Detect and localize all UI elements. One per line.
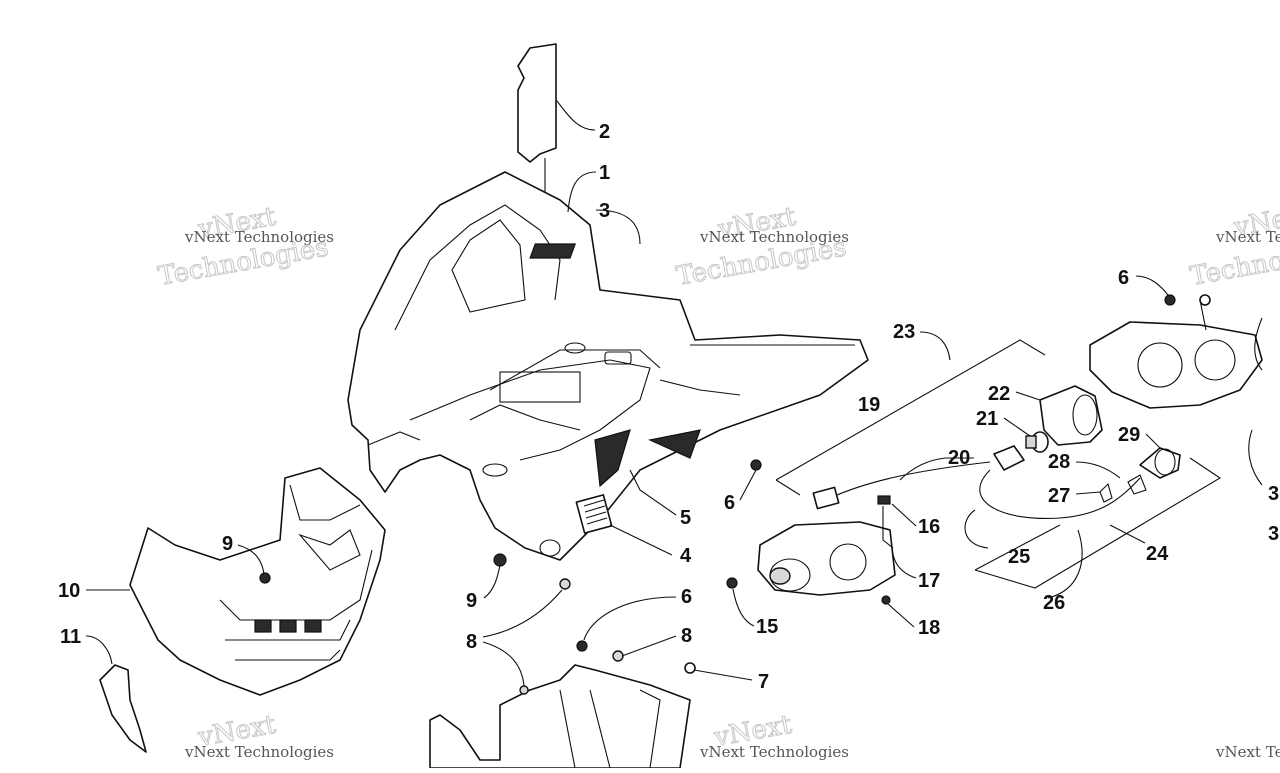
headlight-housing-upper bbox=[1089, 299, 1263, 409]
watermark-top-left: vNext vNext Technologies Technologies bbox=[156, 201, 335, 292]
callout-29: 29 bbox=[1118, 424, 1140, 446]
callout-15: 15 bbox=[756, 616, 778, 638]
callout-3-right-a: 3 bbox=[1268, 483, 1279, 505]
label-part-3 bbox=[529, 243, 577, 259]
bracket-17 bbox=[882, 506, 894, 549]
callout-21: 21 bbox=[976, 408, 998, 430]
footwell-part-10 bbox=[129, 467, 386, 696]
watermark-top-right: vNext vNext Technologies Technologies bbox=[1188, 199, 1280, 292]
callout-8a: 8 bbox=[466, 631, 477, 653]
callout-6a: 6 bbox=[724, 492, 735, 514]
bulb-housing-part-22 bbox=[1039, 385, 1103, 446]
nut-15 bbox=[726, 577, 738, 589]
screw-6-upper bbox=[1164, 294, 1211, 306]
callout-2: 2 bbox=[599, 121, 610, 143]
callout-24: 24 bbox=[1146, 543, 1169, 565]
callout-22: 22 bbox=[988, 383, 1010, 405]
decal-part-2 bbox=[517, 43, 557, 163]
callout-11: 11 bbox=[60, 626, 81, 648]
clip-16 bbox=[877, 495, 891, 505]
bulb-part-21 bbox=[1025, 431, 1049, 453]
socket-part-28 bbox=[1127, 474, 1147, 495]
callout-16: 16 bbox=[918, 516, 940, 538]
callout-7: 7 bbox=[758, 671, 769, 693]
callout-1: 1 bbox=[599, 162, 610, 184]
svg-text:vNext Technologies: vNext Technologies bbox=[184, 228, 334, 246]
clip-7 bbox=[684, 662, 696, 674]
screw-9-left bbox=[259, 572, 271, 584]
socket-part-27 bbox=[1099, 482, 1113, 503]
callout-27: 27 bbox=[1048, 485, 1070, 507]
fender-part-1 bbox=[347, 171, 869, 561]
callout-20: 20 bbox=[948, 447, 970, 469]
watermark-bottom-center: vNext vNext Technologies bbox=[699, 709, 849, 761]
warning-label-part-4 bbox=[575, 494, 613, 534]
screw-8-left bbox=[519, 685, 529, 695]
callout-6c: 6 bbox=[681, 586, 692, 608]
svg-text:vNext Technologies: vNext Technologies bbox=[1215, 743, 1280, 761]
panel-part-11 bbox=[99, 664, 147, 753]
screw-6-mid bbox=[750, 459, 762, 471]
callout-6b: 6 bbox=[1118, 267, 1129, 289]
callout-3: 3 bbox=[599, 200, 610, 222]
callout-5: 5 bbox=[680, 507, 691, 529]
screw-9-mid bbox=[493, 553, 507, 567]
callout-3-right-b: 3 bbox=[1268, 523, 1279, 545]
svg-text:vNext Technologies: vNext Technologies bbox=[699, 228, 849, 246]
callout-25: 25 bbox=[1008, 546, 1030, 568]
callout-28: 28 bbox=[1048, 451, 1070, 473]
callout-9a: 9 bbox=[222, 533, 233, 555]
callout-labels: 2 1 3 5 4 6 6 9 10 11 9 8 6 8 7 15 16 17… bbox=[58, 121, 1279, 693]
bulb-holder-part-29 bbox=[1139, 447, 1181, 479]
callout-10: 10 bbox=[58, 580, 80, 602]
watermark-top-center: vNext vNext Technologies Technologies bbox=[674, 201, 850, 292]
screw-8-mid bbox=[559, 578, 571, 590]
watermark-bottom-right: vNext Technologies bbox=[1215, 743, 1280, 761]
screw-6-low bbox=[576, 640, 588, 652]
callout-23: 23 bbox=[893, 321, 915, 343]
callout-26: 26 bbox=[1043, 592, 1065, 614]
callout-17: 17 bbox=[918, 570, 940, 592]
harness-part-25 bbox=[812, 445, 1141, 520]
screw-18 bbox=[881, 595, 891, 605]
screw-8-low bbox=[612, 650, 624, 662]
callout-8b: 8 bbox=[681, 625, 692, 647]
callout-18: 18 bbox=[918, 617, 940, 639]
headlight-housing-lower bbox=[757, 521, 896, 596]
lower-fender bbox=[429, 664, 691, 769]
callout-19: 19 bbox=[858, 394, 880, 416]
watermark-bottom-left: vNext vNext Technologies bbox=[184, 709, 334, 761]
leader-lines bbox=[85, 99, 1263, 687]
svg-text:vNext Technologies: vNext Technologies bbox=[699, 743, 849, 761]
svg-text:vNext Technologies: vNext Technologies bbox=[1215, 228, 1280, 246]
callout-4: 4 bbox=[680, 545, 692, 567]
callout-9b: 9 bbox=[466, 590, 477, 612]
svg-text:vNext Technologies: vNext Technologies bbox=[184, 743, 334, 761]
